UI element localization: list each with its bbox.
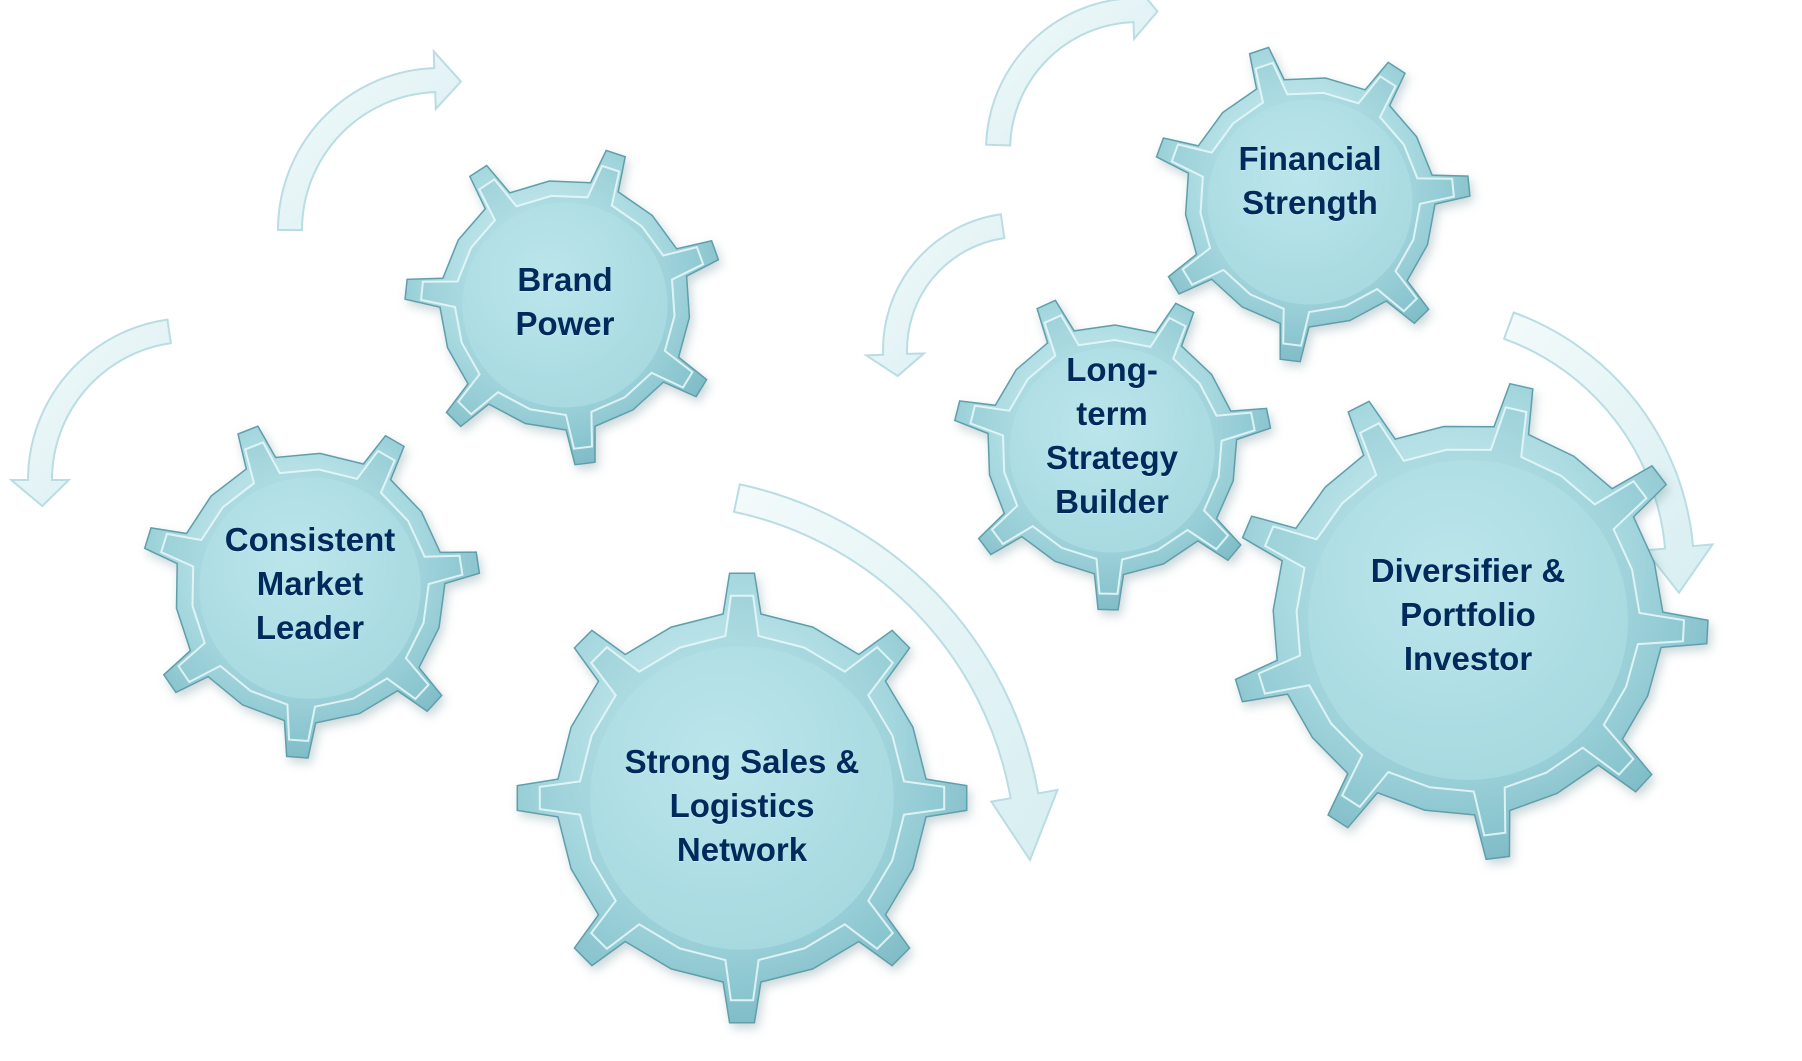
arrow-market-leader-icon bbox=[8, 318, 172, 508]
gear-hub bbox=[1009, 347, 1215, 553]
gear-hub bbox=[1308, 460, 1628, 780]
arrow-brand-power-icon bbox=[276, 48, 463, 231]
arrow-financial-strength-icon bbox=[985, 0, 1159, 147]
gear-brand-power bbox=[404, 149, 720, 466]
gear-hub bbox=[590, 646, 894, 950]
gear-consistent-market-leader bbox=[143, 425, 481, 759]
gear-strong-sales-logistics bbox=[516, 572, 968, 1024]
gear-hub bbox=[199, 477, 421, 699]
gear-hub bbox=[1207, 99, 1413, 305]
gear-diversifier-portfolio-investor bbox=[1234, 382, 1709, 861]
arrow-strategy-builder-icon bbox=[863, 213, 1006, 378]
arrow-diversifier-icon bbox=[1502, 311, 1715, 595]
gear-hub bbox=[462, 202, 668, 408]
arrow-sales-network-icon bbox=[732, 483, 1060, 863]
gear-long-term-strategy-builder bbox=[953, 299, 1272, 611]
gear-financial-strength bbox=[1155, 46, 1471, 363]
